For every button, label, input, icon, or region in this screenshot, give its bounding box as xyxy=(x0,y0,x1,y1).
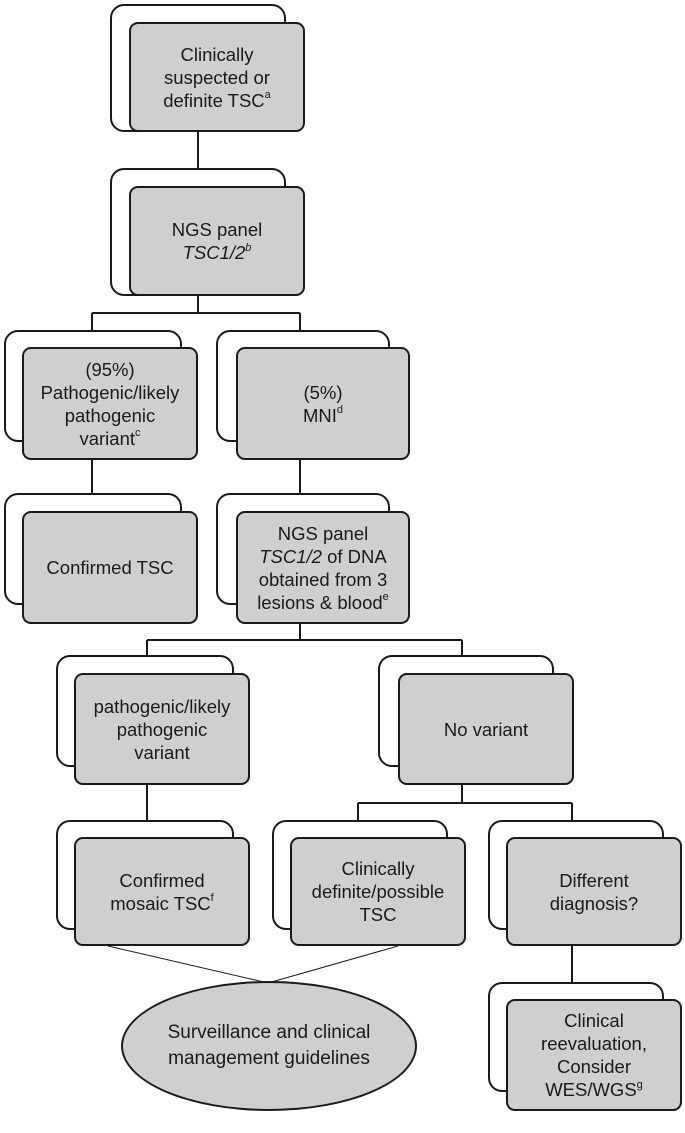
node-reeval-line4: WES/WGSg xyxy=(545,1078,643,1100)
node-pathogenic-line3: pathogenic xyxy=(64,404,156,426)
node-definite-line2: definite/possible xyxy=(311,881,445,902)
node-ngs-line1: NGS panel xyxy=(171,219,263,240)
node-surveillance-line2: management guidelines xyxy=(168,1048,370,1069)
node-reeval-line3: Consider xyxy=(556,1056,632,1077)
node-ngs3-line2: TSC1/2 of DNA xyxy=(259,545,387,567)
node-mosaic-var-line3: variant xyxy=(134,741,190,763)
node-surveillance: Surveillance and clinical management gui… xyxy=(121,981,417,1111)
node-different-diagnosis: Different diagnosis? xyxy=(506,837,682,946)
node-suspected-line1: Clinically xyxy=(180,43,254,65)
node-pathogenic-line1: (95%) xyxy=(85,358,135,380)
node-suspected: Clinically suspected or definite TSCa xyxy=(129,22,305,132)
node-suspected-line3: definite TSCa xyxy=(163,89,271,111)
node-clinically-definite: Clinically definite/possible TSC xyxy=(290,837,466,946)
node-suspected-line2: suspected or xyxy=(164,66,270,88)
node-mni-line2: MNId xyxy=(302,404,344,426)
node-mosaic-line2: mosaic TSCf xyxy=(110,892,214,914)
node-different-line2: diagnosis? xyxy=(549,892,639,914)
node-pathogenic-line2: Pathogenic/likely xyxy=(40,381,180,403)
node-mni: (5%) MNId xyxy=(236,347,410,460)
node-ngs3-line4: lesions & bloode xyxy=(257,591,389,613)
node-novariant-line1: No variant xyxy=(443,718,529,740)
node-confirmed-tsc: Confirmed TSC xyxy=(22,511,198,624)
node-definite-line3: TSC xyxy=(359,904,397,925)
node-reeval-line2: reevaluation, xyxy=(541,1033,647,1054)
node-ngs-three-lesions: NGS panel TSC1/2 of DNA obtained from 3 … xyxy=(236,511,410,624)
node-ngs3-line3: obtained from 3 xyxy=(258,568,388,590)
node-ngs-panel: NGS panel TSC1/2b xyxy=(129,186,305,296)
connector-mosaic-surveillance xyxy=(107,945,269,984)
node-mosaic-var-line2: pathogenic xyxy=(116,718,208,740)
node-mosaic-variant: pathogenic/likely pathogenic variant xyxy=(74,673,250,785)
node-clinical-reevaluation: Clinical reevaluation, Consider WES/WGSg xyxy=(506,999,682,1111)
node-confirmed-line1: Confirmed TSC xyxy=(46,557,174,578)
node-confirmed-mosaic: Confirmed mosaic TSCf xyxy=(74,837,250,946)
node-definite-line1: Clinically xyxy=(341,858,415,879)
node-pathogenic-line4: variantc xyxy=(79,427,141,449)
node-surveillance-line1: Surveillance and clinical xyxy=(167,1022,371,1043)
node-ngs3-line1: NGS panel xyxy=(277,522,369,544)
node-reeval-line1: Clinical xyxy=(564,1010,624,1031)
node-different-line1: Different xyxy=(559,869,629,891)
node-mosaic-line1: Confirmed xyxy=(119,869,205,891)
node-no-variant: No variant xyxy=(398,673,574,785)
connector-definite-surveillance xyxy=(267,945,399,984)
node-mni-line1: (5%) xyxy=(303,381,343,403)
node-pathogenic: (95%) Pathogenic/likely pathogenic varia… xyxy=(22,347,198,460)
node-ngs-line2: TSC1/2b xyxy=(182,241,252,263)
node-mosaic-var-line1: pathogenic/likely xyxy=(93,695,231,717)
